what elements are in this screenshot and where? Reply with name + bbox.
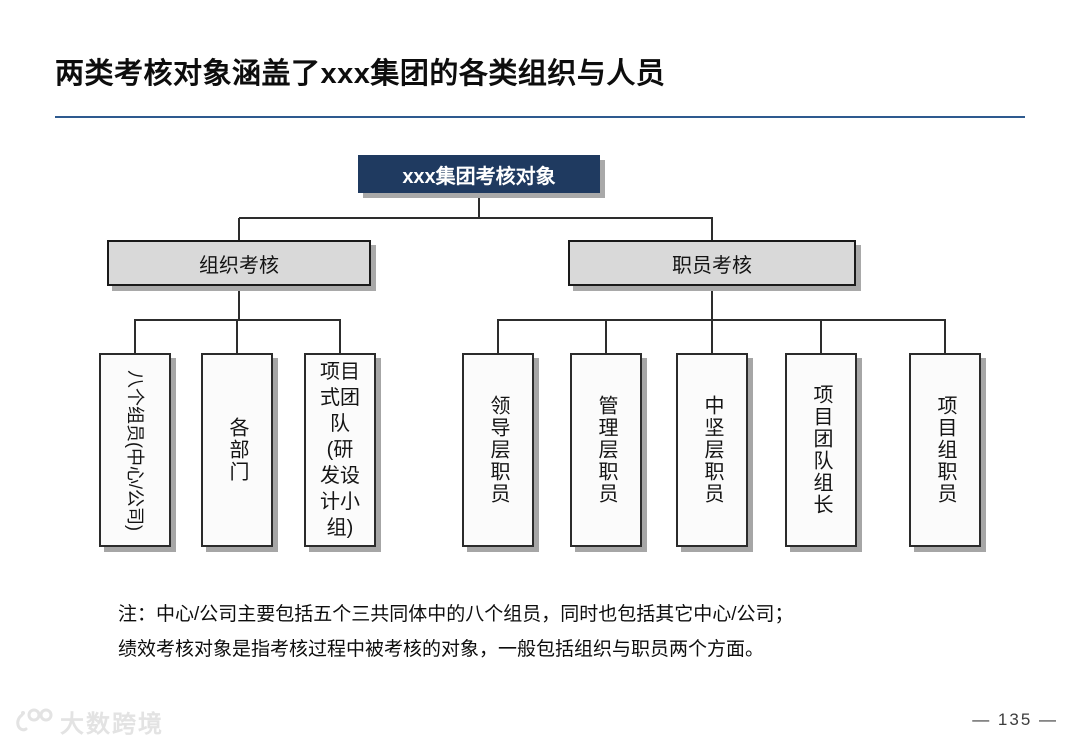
- leaf-node-project-group-staff: 项目组职员: [909, 353, 981, 547]
- branch-node-organization: 组织考核: [107, 240, 371, 286]
- title-divider: [55, 116, 1025, 118]
- root-node-label: xxx集团考核对象: [402, 165, 556, 188]
- branch-label: 职员考核: [672, 254, 752, 277]
- branch-node-staff: 职员考核: [568, 240, 856, 286]
- leaf-label: 八个组员(中心/公司): [125, 369, 145, 531]
- leaf-node-eight-members: 八个组员(中心/公司): [99, 353, 171, 547]
- connector-level1-horizontal: [239, 217, 713, 219]
- slide-title: 两类考核对象涵盖了xxx集团的各类组织与人员: [55, 58, 666, 90]
- leaf-label: 领导层职员: [487, 395, 509, 505]
- footnote-line-2: 绩效考核对象是指考核过程中被考核的对象，一般包括组织与职员两个方面。: [118, 639, 765, 660]
- connector-staff-leaf3: [711, 320, 713, 353]
- leaf-node-leadership-staff: 领导层职员: [462, 353, 534, 547]
- footnote-line-1: 注：中心/公司主要包括五个三共同体中的八个组员，同时也包括其它中心/公司；: [118, 604, 794, 625]
- branch-label: 组织考核: [199, 254, 279, 277]
- connector-branch2-drop: [711, 218, 713, 240]
- footnote: 注：中心/公司主要包括五个三共同体中的八个组员，同时也包括其它中心/公司； 绩效…: [118, 597, 978, 667]
- leaf-node-project-team-leader: 项目团队组长: [785, 353, 857, 547]
- leaf-node-project-teams: 项目式团队(研发设计小组): [304, 353, 376, 547]
- leaf-label: 各部门: [226, 417, 248, 483]
- leaf-label: 中坚层职员: [701, 395, 723, 505]
- connector-staff-leaf2: [605, 320, 607, 353]
- connector-staff-horizontal: [497, 319, 946, 321]
- watermark-logo: 大数跨境: [14, 704, 164, 739]
- connector-staff-leaf4: [820, 320, 822, 353]
- leaf-label: 项目式团队(研发设计小组): [320, 361, 360, 539]
- leaf-label: 管理层职员: [595, 395, 617, 505]
- brand-100-icon: [16, 708, 53, 731]
- watermark-text: 大数跨境: [60, 711, 164, 738]
- page-number: — 135 —: [972, 710, 1058, 729]
- connector-branch1-drop: [238, 218, 240, 240]
- connector-staff-leaf5: [944, 320, 946, 353]
- connector-staff-stem: [711, 286, 713, 320]
- connector-root-drop: [478, 193, 480, 218]
- leaf-label: 项目组职员: [934, 395, 956, 505]
- leaf-node-departments: 各部门: [201, 353, 273, 547]
- leaf-node-management-staff: 管理层职员: [570, 353, 642, 547]
- connector-org-leaf1: [134, 320, 136, 353]
- connector-org-stem: [238, 286, 240, 320]
- leaf-node-core-staff: 中坚层职员: [676, 353, 748, 547]
- connector-org-leaf3: [339, 320, 341, 353]
- connector-org-leaf2: [236, 320, 238, 353]
- leaf-label: 项目团队组长: [810, 384, 832, 516]
- connector-staff-leaf1: [497, 320, 499, 353]
- root-node: xxx集团考核对象: [358, 155, 600, 193]
